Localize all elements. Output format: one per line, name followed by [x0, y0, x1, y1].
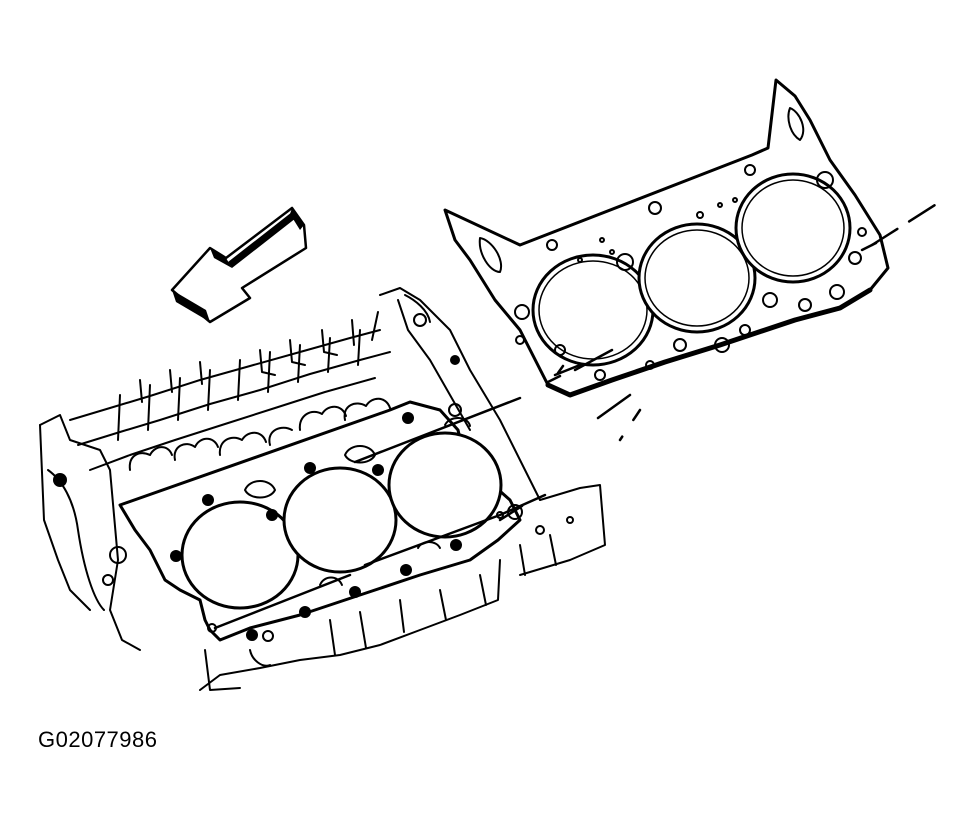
figure-id-label: G02077986	[38, 727, 158, 752]
head-gasket	[443, 78, 890, 398]
engine-block	[39, 287, 606, 691]
engine-block-deck-face	[118, 400, 523, 642]
alignment-lines	[213, 203, 937, 630]
front-direction-arrow-icon	[170, 206, 308, 324]
